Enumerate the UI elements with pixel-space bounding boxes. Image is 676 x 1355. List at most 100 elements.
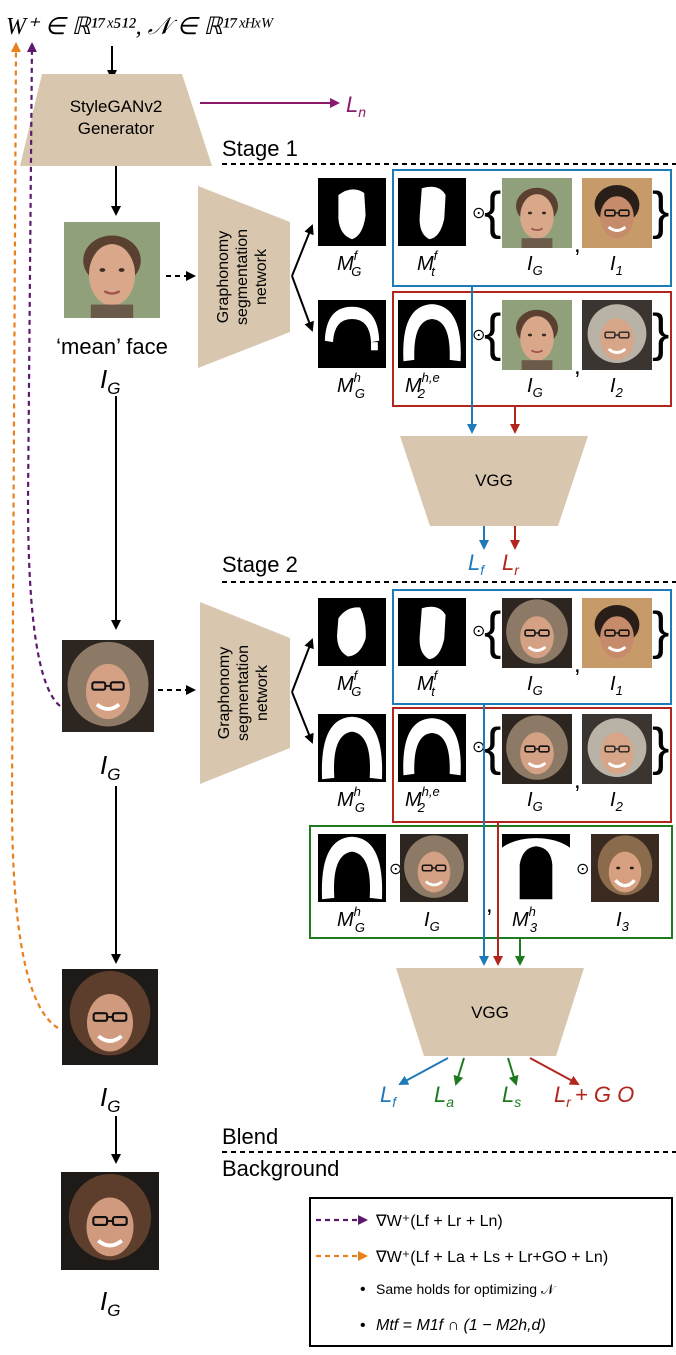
label-i2-stage2: I2 bbox=[610, 789, 624, 814]
legend-purple-text: ∇W⁺(Lf + Lr + Ln) bbox=[375, 1213, 503, 1230]
odot-5: ⊙ bbox=[389, 861, 402, 878]
comma-1: , bbox=[574, 231, 581, 258]
odot-4: ⊙ bbox=[472, 739, 485, 756]
blend-label: Blend bbox=[222, 1124, 278, 1149]
legend-bullet1-dot: • bbox=[360, 1281, 366, 1298]
odot-6: ⊙ bbox=[576, 861, 589, 878]
vgg2-label: VGG bbox=[471, 1003, 509, 1022]
comma-4: , bbox=[574, 767, 581, 794]
mask-mhg-green bbox=[318, 834, 386, 902]
box-blue-stage2 bbox=[392, 589, 672, 705]
loss-la-stage2: La bbox=[434, 1082, 454, 1110]
mask-mhg-stage2 bbox=[318, 714, 386, 782]
brace-open-3: { bbox=[484, 602, 501, 660]
loss-ls-stage2: Ls bbox=[502, 1082, 521, 1110]
loss-lr-stage1: Lr bbox=[502, 550, 520, 578]
seg1-line1: Graphonomy bbox=[215, 231, 232, 324]
mean-face-image bbox=[62, 222, 162, 318]
legend-box: ∇W⁺(Lf + Lr + Ln) ∇W⁺(Lf + La + Ls + Lr+… bbox=[309, 1197, 673, 1347]
brace-close-2: } bbox=[652, 304, 669, 362]
stage2-face-ig: IG bbox=[100, 750, 120, 784]
brace-open-2: { bbox=[484, 304, 501, 362]
mask-m2he-stage1 bbox=[398, 300, 466, 368]
face-i3-green bbox=[590, 834, 660, 902]
stage1-label: Stage 1 bbox=[222, 136, 298, 161]
mask-mft-stage2 bbox=[398, 598, 466, 666]
latent-label: W⁺ ∈ ℝ¹⁷ˣ⁵¹², 𝒩 ∈ ℝ¹⁷ˣᴴˣᵂ bbox=[6, 14, 275, 40]
seg1-line2: segmentation bbox=[234, 229, 251, 325]
comma-5: , bbox=[486, 891, 493, 918]
generator-line1: StyleGANv2 bbox=[70, 97, 163, 116]
face-i1-stage1 bbox=[582, 178, 652, 248]
legend-orange-text: ∇W⁺(Lf + La + Ls + Lr+GO + Ln) bbox=[375, 1249, 608, 1266]
label-ig-1: IG bbox=[527, 253, 543, 278]
legend-bullet1: Same holds for optimizing 𝒩 bbox=[376, 1281, 557, 1297]
vgg-stage2: VGG bbox=[396, 968, 584, 1056]
box-blue-stage1 bbox=[392, 169, 672, 287]
mean-face-label: ‘mean’ face bbox=[56, 334, 168, 359]
stage2-label: Stage 2 bbox=[222, 552, 298, 577]
result-face-ig: IG bbox=[100, 1082, 120, 1116]
stylegan-generator: StyleGANv2 Generator bbox=[20, 74, 212, 166]
seg2-line2: segmentation bbox=[235, 645, 252, 741]
legend-bullet2-dot: • bbox=[360, 1317, 366, 1334]
generator-line2: Generator bbox=[78, 119, 155, 138]
mask-mfg-stage1 bbox=[318, 178, 386, 246]
label-i1-stage1: I1 bbox=[610, 253, 623, 278]
face-ig-stage1a bbox=[502, 178, 572, 248]
final-face-ig: IG bbox=[100, 1286, 120, 1320]
face-ig-stage2a bbox=[502, 598, 572, 668]
face-ig-stage1b bbox=[502, 300, 572, 370]
face-i2-stage2 bbox=[582, 714, 652, 784]
label-i3-green: I3 bbox=[616, 909, 630, 934]
seg2-line1: Graphonomy bbox=[216, 647, 233, 740]
stage2-result-face bbox=[62, 968, 158, 1066]
graphonomy-network-stage2: Graphonomy segmentation network bbox=[200, 602, 290, 784]
mask-mhg-stage1 bbox=[318, 300, 386, 368]
mask-mfg-stage2 bbox=[318, 598, 386, 666]
label-ig-green: IG bbox=[424, 909, 440, 934]
loss-lf-stage1: Lf bbox=[468, 550, 486, 578]
face-ig-green bbox=[400, 834, 468, 902]
purple-gradient-arrow bbox=[26, 42, 61, 707]
label-ig-2: IG bbox=[527, 375, 543, 400]
loss-lrgo-stage2: Lr+ G O bbox=[554, 1082, 634, 1110]
odot-3: ⊙ bbox=[472, 623, 485, 640]
face-ig-stage2b bbox=[502, 714, 572, 784]
mean-face-ig: IG bbox=[100, 364, 120, 398]
seg2-line3: network bbox=[254, 664, 271, 721]
comma-3: , bbox=[574, 651, 581, 678]
final-face bbox=[60, 1172, 160, 1270]
box-green-stage2 bbox=[309, 825, 673, 939]
box-red-stage1 bbox=[392, 291, 672, 407]
brace-close-4: } bbox=[652, 718, 669, 776]
mask-m3h-green bbox=[502, 834, 570, 902]
comma-2: , bbox=[574, 353, 581, 380]
orange-gradient-arrow bbox=[10, 42, 59, 1029]
label-ig-3: IG bbox=[527, 673, 543, 698]
brace-close-3: } bbox=[652, 602, 669, 660]
background-label: Background bbox=[222, 1156, 339, 1181]
graphonomy-network-stage1: Graphonomy segmentation network bbox=[198, 186, 290, 368]
face-i2-stage1 bbox=[582, 300, 652, 370]
loss-lf-stage2: Lf bbox=[380, 1082, 398, 1110]
vgg1-label: VGG bbox=[475, 471, 513, 490]
label-i2-stage1: I2 bbox=[610, 375, 624, 400]
stage2-face-image bbox=[62, 638, 154, 734]
vgg-stage1: VGG bbox=[400, 436, 588, 526]
odot-1: ⊙ bbox=[472, 205, 485, 222]
mask-m2he-stage2 bbox=[398, 714, 466, 782]
face-i1-stage2 bbox=[582, 598, 652, 668]
label-i1-stage2: I1 bbox=[610, 673, 623, 698]
seg1-line3: network bbox=[253, 248, 270, 305]
label-ig-4: IG bbox=[527, 789, 543, 814]
